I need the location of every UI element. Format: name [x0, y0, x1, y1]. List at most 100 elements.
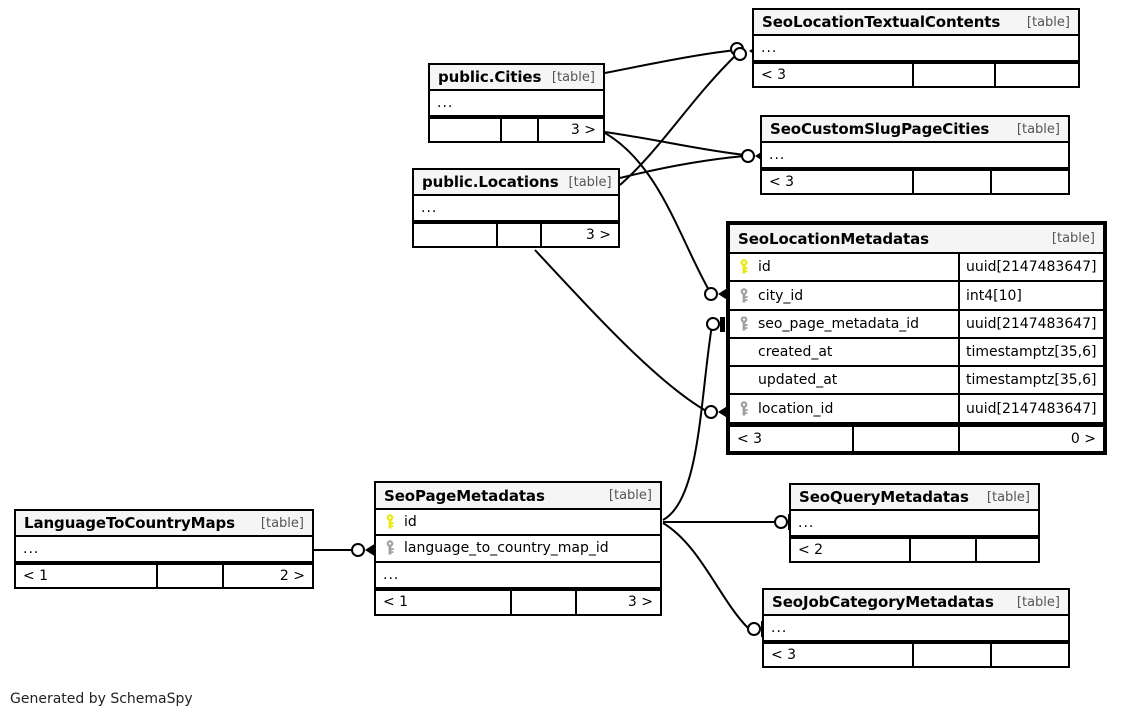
table-title: SeoJobCategoryMetadatas [772, 593, 994, 612]
column-label: id [404, 514, 417, 531]
ellipsis-label: ... [771, 619, 788, 636]
column-name-cell: language_to_country_map_id [376, 540, 660, 556]
footer-cell-right: 2 > [222, 564, 312, 587]
edge-cities-city-id [604, 132, 711, 293]
column-label: city_id [758, 287, 804, 304]
table-footer-public-cities: 3 > [430, 116, 603, 141]
table-type-tag: [table] [608, 488, 652, 504]
table-footer-seo-job-category-metadatas: < 3 [764, 641, 1068, 666]
foreign-key-icon [737, 400, 751, 417]
table-header-seo-page-metadatas[interactable]: SeoPageMetadatas[table] [376, 483, 660, 511]
table-node-seo-location-textual-contents[interactable]: SeoLocationTextualContents[table]...< 3 [752, 8, 1080, 88]
footer-cell-middle [852, 426, 958, 452]
table-row-column[interactable]: language_to_country_map_id [376, 536, 660, 563]
table-type-tag: [table] [986, 489, 1030, 505]
table-header-public-cities[interactable]: public.Cities [table] [430, 65, 603, 92]
edge-cities-textual-contents [604, 49, 737, 74]
table-header-language-to-country-maps[interactable]: LanguageToCountryMaps[table] [16, 511, 312, 538]
footer-cell-right [994, 63, 1078, 86]
footer-cell-right: 3 > [575, 590, 660, 614]
table-row-column[interactable]: city_id int4[10] [730, 282, 1103, 311]
footer-cell-left: < 3 [737, 430, 763, 447]
footer-cell-left [414, 224, 496, 246]
table-type-tag: [table] [551, 69, 595, 85]
footer-cell-left: < 2 [798, 541, 824, 558]
edge-page-metadatas-job-category [662, 522, 749, 629]
table-row-ellipsis: ... [376, 562, 660, 589]
column-label: seo_page_metadata_id [758, 315, 920, 332]
edge-cities-custom-slug [604, 131, 746, 156]
ellipsis-label: ... [421, 199, 438, 216]
footer-cell-right: 3 > [537, 118, 603, 141]
footer-cell-left: < 3 [769, 173, 795, 190]
edge-locations-custom-slug [619, 155, 746, 179]
table-header-seo-location-textual-contents[interactable]: SeoLocationTextualContents[table] [754, 10, 1078, 37]
table-node-seo-page-metadatas[interactable]: SeoPageMetadatas[table] id language_to_cou… [374, 481, 662, 616]
table-row-ellipsis: ... [16, 537, 312, 563]
edge-locations-location-id [534, 249, 709, 413]
table-row-column[interactable]: id [376, 510, 660, 537]
table-header-seo-location-metadatas[interactable]: SeoLocationMetadatas[table] [730, 225, 1103, 255]
table-node-public-locations[interactable]: public.Locations[table]... 3 > [412, 168, 620, 248]
table-title: SeoCustomSlugPageCities [770, 120, 990, 139]
primary-key-icon [737, 259, 751, 275]
column-type-cell: uuid[2147483647] [958, 310, 1103, 337]
table-title: public.Cities [438, 68, 542, 87]
footer-cell-right [990, 170, 1068, 193]
footer-cell-middle [912, 643, 990, 666]
column-name-cell: city_id [730, 288, 958, 304]
column-name-cell: id [376, 514, 660, 530]
footer-cell-right [975, 538, 1038, 561]
schemaspy-caption: Generated by SchemaSpy [10, 691, 193, 707]
footer-cell-left: < 3 [771, 646, 797, 663]
table-row-ellipsis: ... [430, 91, 603, 117]
table-type-tag: [table] [1016, 594, 1060, 610]
column-type-cell: int4[10] [958, 282, 1103, 309]
table-header-seo-query-metadatas[interactable]: SeoQueryMetadatas [table] [791, 485, 1038, 512]
table-row-ellipsis: ... [791, 511, 1038, 537]
column-label: created_at [758, 344, 833, 361]
table-node-seo-query-metadatas[interactable]: SeoQueryMetadatas [table]... < 2 [789, 483, 1040, 563]
table-header-seo-custom-slug-page-cities[interactable]: SeoCustomSlugPageCities [table] [762, 117, 1068, 144]
column-type-cell: uuid[2147483647] [958, 254, 1103, 281]
table-node-public-cities[interactable]: public.Cities [table]...3 > [428, 63, 605, 143]
table-type-tag: [table] [1016, 121, 1060, 137]
table-title: SeoQueryMetadatas [799, 488, 969, 507]
edge-locations-textual-contents [619, 54, 737, 186]
column-name-cell: seo_page_metadata_id [730, 316, 958, 332]
footer-cell-middle [510, 590, 575, 614]
table-footer-seo-custom-slug-page-cities: < 3 [762, 168, 1068, 193]
footer-cell-middle [912, 63, 994, 86]
table-row-ellipsis: ... [764, 616, 1068, 642]
ellipsis-label: ... [383, 566, 400, 583]
table-footer-seo-query-metadatas: < 2 [791, 536, 1038, 561]
footer-cell-left: < 1 [23, 567, 49, 584]
table-type-tag: [table] [260, 515, 304, 531]
table-header-public-locations[interactable]: public.Locations[table] [414, 170, 618, 197]
table-footer-public-locations: 3 > [414, 221, 618, 246]
no-key-spacer [737, 344, 751, 360]
foreign-key-icon [737, 287, 751, 304]
table-node-seo-custom-slug-page-cities[interactable]: SeoCustomSlugPageCities[table]...< 3 [760, 115, 1070, 195]
column-label: location_id [758, 400, 834, 417]
column-name-cell: location_id [730, 401, 958, 417]
footer-cell-left: < 1 [383, 594, 409, 611]
foreign-key-icon [737, 316, 751, 332]
no-key-spacer [737, 372, 751, 388]
table-node-language-to-country-maps[interactable]: LanguageToCountryMaps[table]... < 1 2 > [14, 509, 314, 589]
table-title: SeoLocationMetadatas [738, 229, 929, 248]
table-row-column[interactable]: seo_page_metadata_id uuid[2147483647] [730, 310, 1103, 339]
table-header-seo-job-category-metadatas[interactable]: SeoJobCategoryMetadatas [table] [764, 590, 1068, 617]
table-title: SeoLocationTextualContents [762, 13, 1001, 32]
ellipsis-label: ... [798, 514, 815, 531]
footer-cell-right: 3 > [540, 223, 618, 246]
column-name-cell: id [730, 259, 958, 275]
primary-key-icon [383, 514, 397, 530]
table-node-seo-job-category-metadatas[interactable]: SeoJobCategoryMetadatas [table]... < 3 [762, 588, 1070, 668]
footer-cell-middle [156, 564, 222, 587]
